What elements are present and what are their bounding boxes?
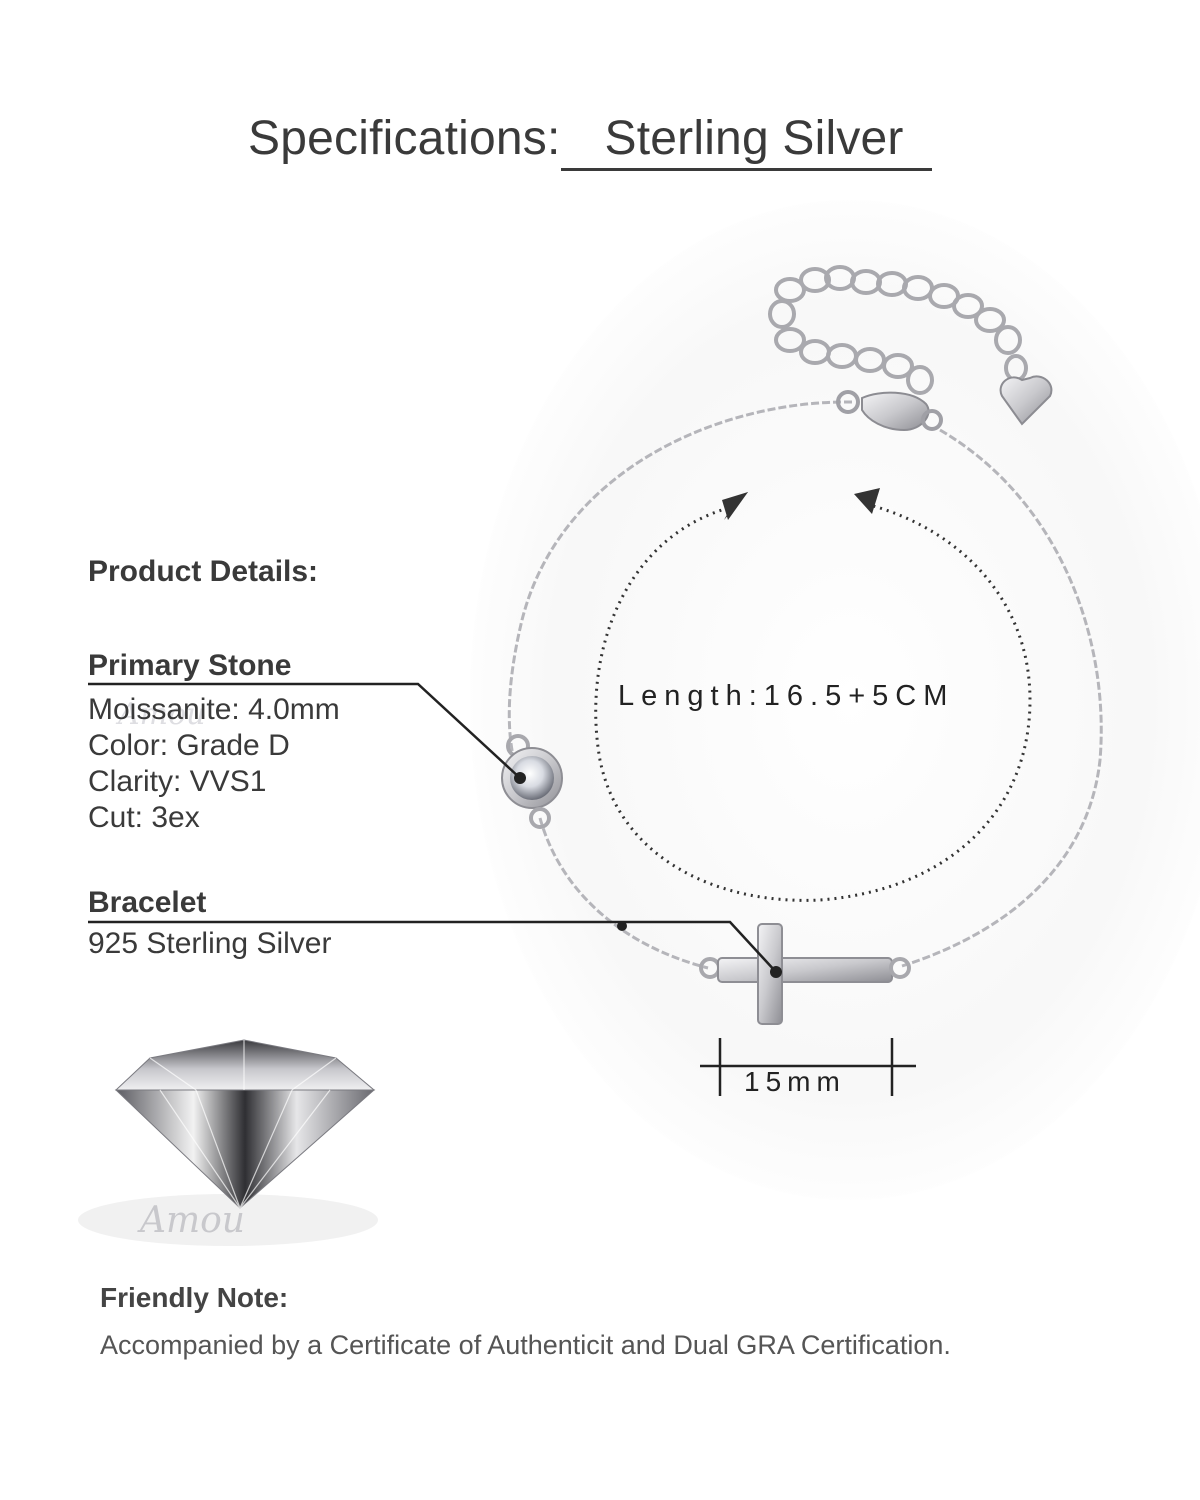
cross-pendant-icon <box>699 923 911 1025</box>
lobster-clasp <box>836 390 943 432</box>
diamond-watermark: Amou <box>137 1200 245 1241</box>
primary-stone-color: Color: Grade D <box>88 729 290 762</box>
stone-watermark: Amou <box>115 697 206 732</box>
bracelet-material: 925 Sterling Silver <box>88 927 332 960</box>
primary-stone-size: Moissanite: 4.0mm <box>88 693 340 726</box>
cross-pointer-dot <box>770 966 782 978</box>
bracelet-chain-lower-left <box>538 817 709 970</box>
length-label: Length:16.5+5CM <box>618 680 955 712</box>
extender-chain <box>768 265 1028 395</box>
bracelet-chain-right <box>901 428 1103 968</box>
spec-value: Sterling Silver <box>560 110 932 171</box>
width-measure-mark <box>700 1038 916 1096</box>
primary-stone-heading: Primary Stone <box>88 649 292 682</box>
bracelet-pointer-dot <box>617 921 627 931</box>
product-details-heading: Product Details: <box>88 555 319 588</box>
length-indicator <box>594 488 1032 902</box>
primary-stone-cut: Cut: 3ex <box>88 801 200 834</box>
bracelet-chain <box>507 400 853 761</box>
friendly-note-heading: Friendly Note: <box>100 1282 289 1313</box>
heart-charm-icon <box>999 375 1053 426</box>
pointer-lines <box>88 682 777 973</box>
page-title: Specifications:Sterling Silver <box>248 110 932 171</box>
friendly-note-text: Accompanied by a Certificate of Authenti… <box>100 1330 951 1360</box>
cross-width-label: 15mm <box>744 1066 846 1097</box>
diamond-pavilion <box>114 1089 376 1209</box>
arrowhead-right-icon <box>854 488 880 514</box>
diamond-icon <box>78 1039 378 1246</box>
spec-label: Specifications: <box>248 112 561 165</box>
arrowhead-left-body <box>722 492 748 520</box>
primary-stone-clarity: Clarity: VVS1 <box>88 765 267 798</box>
primary-stone-pointer <box>88 682 521 779</box>
bracelet-illustration <box>501 265 1103 1025</box>
bracelet-pointer <box>88 920 777 973</box>
diamond-crown <box>114 1039 376 1099</box>
bracelet-heading: Bracelet <box>88 886 207 919</box>
bezel-stone <box>501 734 563 829</box>
primary-stone-pointer-dot <box>514 772 526 784</box>
